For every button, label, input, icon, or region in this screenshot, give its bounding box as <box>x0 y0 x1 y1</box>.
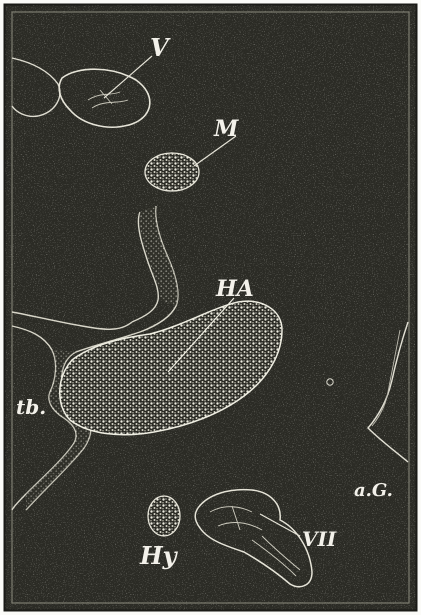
label-m: M <box>213 116 239 142</box>
label-ag: a.G. <box>354 480 393 501</box>
label-v: V <box>150 33 171 62</box>
plate-grain <box>5 5 416 610</box>
label-vii: VII <box>302 527 337 551</box>
label-tb: tb. <box>16 395 46 419</box>
structure-hy <box>148 496 180 536</box>
structure-m <box>145 153 199 191</box>
label-hy: Hy <box>139 541 179 570</box>
label-ha: HA <box>215 276 254 302</box>
